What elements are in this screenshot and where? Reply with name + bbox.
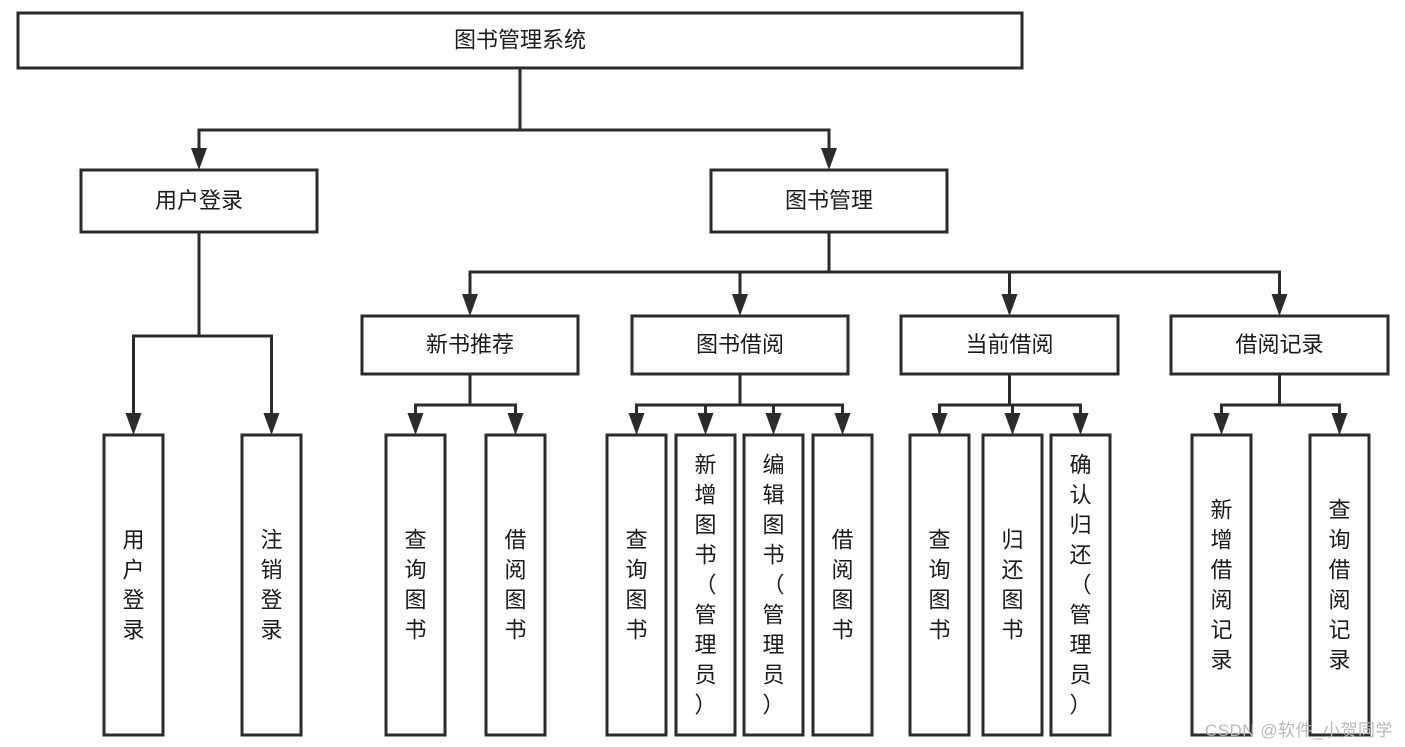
node-current-borrow[interactable]: 当前借阅 <box>899 314 1120 376</box>
node-leaf-confirm-return[interactable]: 确认归还（管理员） <box>1049 433 1112 737</box>
node-label-leaf-query-record: 查询借阅记录 <box>1328 498 1350 673</box>
node-leaf-borrow-book-2[interactable]: 借阅图书 <box>811 433 874 737</box>
node-box-leaf-add-record <box>1190 433 1253 737</box>
node-box-leaf-logout <box>240 433 303 737</box>
node-box-leaf-edit-book <box>742 433 805 737</box>
node-label-leaf-query-book-2: 查询图书 <box>625 528 647 643</box>
node-label-leaf-confirm-return: 确认归还（管理员） <box>1069 453 1091 718</box>
node-label-new-book-rec: 新书推荐 <box>426 332 514 357</box>
node-box-leaf-add-book <box>674 433 737 737</box>
node-layer: 图书管理系统用户登录图书管理新书推荐图书借阅当前借阅借阅记录用户登录注销登录查询… <box>16 11 1390 737</box>
node-leaf-query-book-3[interactable]: 查询图书 <box>908 433 971 737</box>
node-label-leaf-return-book: 归还图书 <box>1001 528 1023 643</box>
node-leaf-query-record[interactable]: 查询借阅记录 <box>1308 433 1371 737</box>
node-new-book-rec[interactable]: 新书推荐 <box>360 314 580 376</box>
node-leaf-add-record[interactable]: 新增借阅记录 <box>1190 433 1253 737</box>
connector-group-bus-book-manage <box>462 230 1288 316</box>
node-label-user-login: 用户登录 <box>155 188 243 213</box>
node-label-leaf-query-book-3: 查询图书 <box>928 528 950 643</box>
node-book-manage[interactable]: 图书管理 <box>709 168 949 234</box>
node-book-borrow[interactable]: 图书借阅 <box>630 314 850 376</box>
connector-group-bus-current-borrow <box>931 372 1089 435</box>
node-box-book-borrow <box>630 314 850 376</box>
node-leaf-user-login[interactable]: 用户登录 <box>102 433 165 737</box>
node-leaf-borrow-book-1[interactable]: 借阅图书 <box>484 433 547 737</box>
node-label-borrow-record: 借阅记录 <box>1235 332 1323 357</box>
node-box-leaf-return-book <box>981 433 1044 737</box>
node-leaf-edit-book[interactable]: 编辑图书（管理员） <box>742 433 805 737</box>
connector-group-bus-user-login <box>125 230 280 435</box>
node-box-new-book-rec <box>360 314 580 376</box>
node-label-leaf-add-record: 新增借阅记录 <box>1210 498 1232 673</box>
node-box-current-borrow <box>899 314 1120 376</box>
node-label-leaf-query-book-1: 查询图书 <box>404 528 426 643</box>
node-user-login[interactable]: 用户登录 <box>79 168 319 234</box>
node-label-book-borrow: 图书借阅 <box>696 332 784 357</box>
node-box-root <box>16 11 1024 70</box>
node-box-borrow-record <box>1169 314 1390 376</box>
node-label-leaf-edit-book: 编辑图书（管理员） <box>762 453 784 718</box>
connector-group-bus-book-borrow <box>628 372 851 435</box>
node-box-book-manage <box>709 168 949 234</box>
node-leaf-query-book-1[interactable]: 查询图书 <box>384 433 447 737</box>
connector-group-bus-borrow-record <box>1213 372 1348 435</box>
node-label-leaf-borrow-book-1: 借阅图书 <box>504 528 526 643</box>
connector-layer <box>125 66 1348 435</box>
node-leaf-logout[interactable]: 注销登录 <box>240 433 303 737</box>
node-box-leaf-query-book-3 <box>908 433 971 737</box>
node-box-leaf-query-record <box>1308 433 1371 737</box>
node-box-leaf-query-book-1 <box>384 433 447 737</box>
node-label-leaf-logout: 注销登录 <box>260 528 282 643</box>
node-label-current-borrow: 当前借阅 <box>965 332 1053 357</box>
node-root[interactable]: 图书管理系统 <box>16 11 1024 70</box>
node-box-leaf-confirm-return <box>1049 433 1112 737</box>
node-leaf-return-book[interactable]: 归还图书 <box>981 433 1044 737</box>
node-label-root: 图书管理系统 <box>454 27 586 52</box>
node-box-leaf-user-login <box>102 433 165 737</box>
node-box-leaf-query-book-2 <box>605 433 668 737</box>
node-box-leaf-borrow-book-2 <box>811 433 874 737</box>
node-borrow-record[interactable]: 借阅记录 <box>1169 314 1390 376</box>
connector-group-bus-root <box>191 66 837 170</box>
connector-group-bus-new-book-rec <box>407 372 524 435</box>
node-leaf-query-book-2[interactable]: 查询图书 <box>605 433 668 737</box>
node-label-leaf-borrow-book-2: 借阅图书 <box>831 528 853 643</box>
node-label-book-manage: 图书管理 <box>785 188 873 213</box>
node-label-leaf-user-login: 用户登录 <box>122 528 144 643</box>
node-box-user-login <box>79 168 319 234</box>
node-label-leaf-add-book: 新增图书（管理员） <box>694 453 716 718</box>
watermark-label: CSDN @软件_小贺同学 <box>1204 721 1393 740</box>
node-box-leaf-borrow-book-1 <box>484 433 547 737</box>
node-leaf-add-book[interactable]: 新增图书（管理员） <box>674 433 737 737</box>
